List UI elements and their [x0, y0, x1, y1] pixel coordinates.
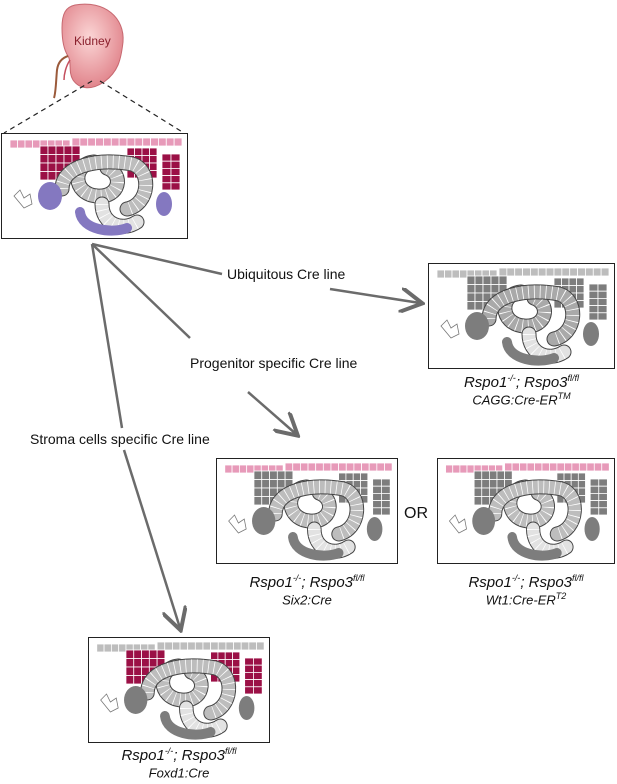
stroma-block-left [253, 470, 294, 506]
ureteric-bud-right [583, 322, 599, 346]
tubule-lower [95, 197, 144, 233]
tubule-lower [307, 522, 355, 558]
ureteric-bud-right [366, 517, 383, 541]
label-progenitor-cre: Progenitor specific Cre line [190, 355, 358, 371]
panel-wt1 [437, 458, 615, 564]
caption-six2: Rspo1-/-; Rspo3fl/fl Six2:Cre [249, 573, 365, 608]
collecting-duct [288, 532, 344, 561]
capsule-cells-right [156, 641, 265, 651]
kidney-label: Kidney [74, 34, 111, 48]
collecting-duct [502, 337, 559, 366]
zoom-line-right [99, 80, 185, 134]
glomerulus [13, 189, 33, 209]
ureteric-bud-right [584, 517, 600, 541]
stroma-block-right [588, 283, 608, 321]
arrow-ubiquitous-head [329, 289, 420, 303]
tubule-arc [141, 659, 236, 720]
ureteric-bud-left [252, 507, 276, 535]
zoom-line-left [3, 80, 93, 134]
or-label: OR [404, 505, 428, 522]
kidney-icon [53, 3, 124, 99]
stroma-block-right [589, 478, 608, 516]
stroma-block-right [372, 478, 391, 516]
capsule-cells-right [71, 137, 183, 147]
section-wildtype [9, 137, 183, 236]
tubule-arc [488, 480, 581, 541]
ureteric-bud-right [238, 696, 255, 720]
arrow-stroma-head [122, 449, 180, 628]
section-foxd1 [96, 641, 265, 740]
capsule-cells-left [436, 269, 498, 279]
tubule-arc [482, 285, 580, 346]
ureteric-bud-left [124, 686, 148, 714]
section-wt1 [445, 462, 610, 561]
ureteric-bud-left [472, 507, 496, 535]
ureteric-bud-left [465, 312, 489, 340]
ureteric-bud-right [156, 192, 172, 216]
collecting-duct [160, 711, 216, 740]
glomerulus [448, 514, 467, 534]
tubule-arc [55, 155, 153, 216]
capsule-cells-right [504, 462, 610, 472]
stroma-block-right [161, 153, 181, 191]
panel-foxd1 [88, 637, 270, 743]
section-six2 [224, 462, 393, 561]
glomerulus [228, 514, 247, 534]
label-stroma-cre: Stroma cells specific Cre line [30, 431, 210, 447]
capsule-cells-left [445, 464, 504, 474]
panel-cagg [428, 263, 615, 369]
tubule-lower [179, 701, 227, 737]
tubule-arc [269, 480, 364, 541]
ureteric-bud-left [38, 182, 62, 210]
panel-six2 [216, 458, 398, 564]
caption-foxd1: Rspo1-/-; Rspo3fl/fl Foxd1:Cre [121, 746, 237, 781]
caption-cagg: Rspo1-/-; Rspo3fl/fl CAGG:Cre-ERTM [463, 373, 580, 408]
capsule-cells-right [284, 462, 393, 472]
label-ubiquitous-cre: Ubiquitous Cre line [227, 266, 346, 282]
arrow-stroma [90, 243, 124, 429]
capsule-cells-left [9, 139, 71, 149]
caption-wt1: Rspo1-/-; Rspo3fl/fl Wt1:Cre-ERT2 [468, 573, 584, 608]
collecting-duct [507, 532, 562, 561]
arrow-progenitor [91, 243, 191, 339]
glomerulus [100, 693, 119, 713]
arrow-ubiquitous [91, 242, 223, 276]
stroma-block-right [244, 657, 263, 695]
glomerulus [440, 319, 460, 339]
arrow-progenitor-head [247, 391, 296, 434]
section-cagg [436, 267, 610, 366]
tubule-lower [522, 327, 571, 363]
panel-wildtype [1, 133, 188, 239]
collecting-duct [75, 207, 132, 236]
capsule-cells-right [498, 267, 610, 277]
tubule-lower [526, 522, 573, 558]
